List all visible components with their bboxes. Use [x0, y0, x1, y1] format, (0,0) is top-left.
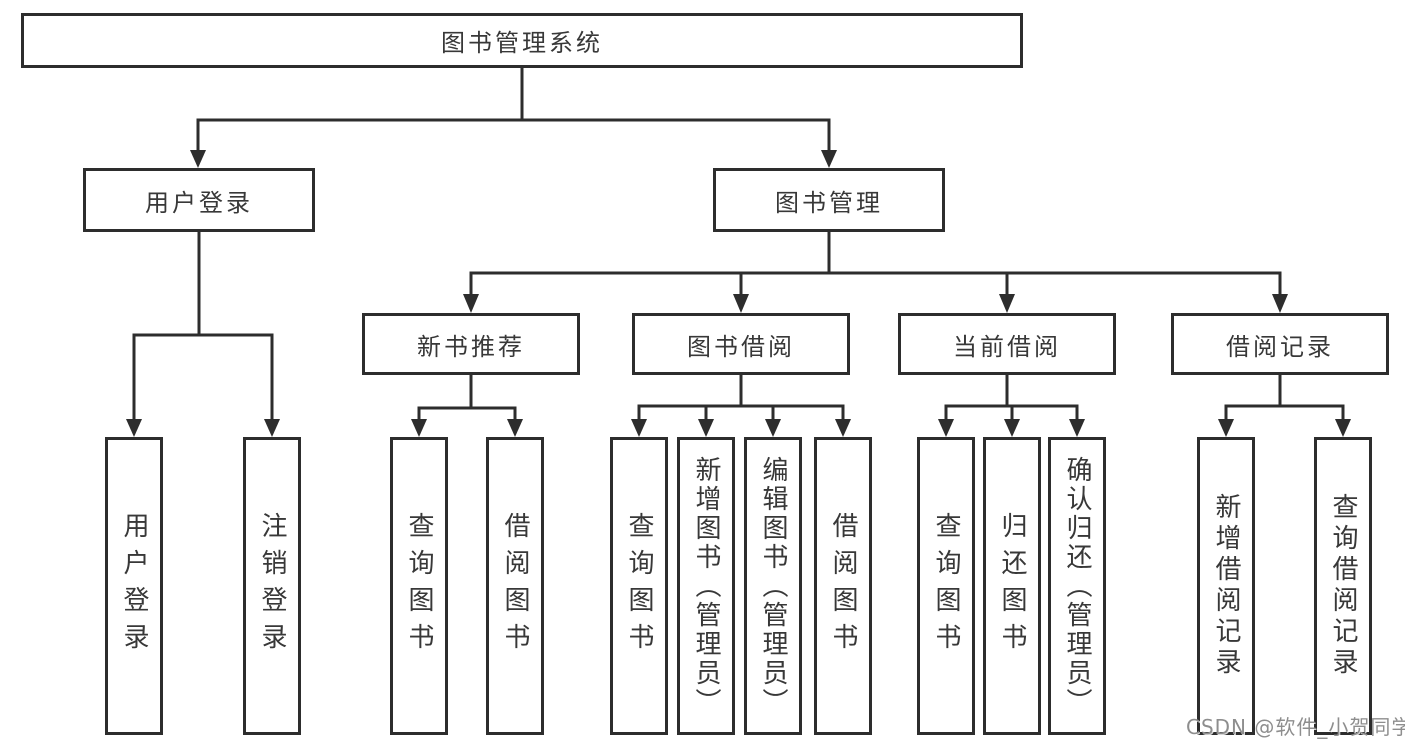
leaf-borrow-books-borrowing: 借阅图书: [814, 437, 872, 735]
leaf-add-borrow-record-label: 新增借阅记录: [1211, 493, 1241, 679]
node-book-management: 图书管理: [713, 168, 945, 232]
node-library-system: 图书管理系统: [21, 13, 1023, 68]
arrowhead: [938, 419, 954, 437]
node-library-system-label: 图书管理系统: [441, 29, 603, 57]
node-user-login: 用户登录: [83, 168, 315, 232]
node-new-book-recommend-label: 新书推荐: [417, 332, 525, 361]
leaf-query-books-current: 查询图书: [917, 437, 975, 735]
leaf-confirm-return-admin-label: 确认归还（管理员）: [1062, 455, 1092, 717]
arrowhead: [1335, 419, 1351, 437]
leaf-query-books-borrowing-label: 查询图书: [624, 512, 654, 660]
arrowhead: [126, 419, 142, 437]
leaf-edit-books-admin-label: 编辑图书（管理员）: [758, 455, 788, 717]
node-book-management-label: 图书管理: [775, 188, 883, 217]
arrowhead: [411, 419, 427, 437]
node-book-borrowing-label: 图书借阅: [687, 332, 795, 361]
leaf-query-books-recommend: 查询图书: [390, 437, 448, 735]
node-current-borrowing-label: 当前借阅: [953, 332, 1061, 361]
arrowhead: [190, 150, 206, 168]
arrowhead: [765, 419, 781, 437]
arrowhead: [1218, 419, 1234, 437]
leaf-borrow-books-borrowing-label: 借阅图书: [828, 512, 858, 660]
node-borrow-records-label: 借阅记录: [1226, 332, 1334, 361]
arrowhead: [463, 294, 479, 313]
leaf-query-borrow-record-label: 查询借阅记录: [1328, 493, 1358, 679]
arrowhead: [698, 419, 714, 437]
leaf-logout-label: 注销登录: [257, 512, 287, 660]
leaf-confirm-return-admin: 确认归还（管理员）: [1048, 437, 1106, 735]
node-borrow-records: 借阅记录: [1171, 313, 1389, 375]
leaf-borrow-books-recommend-label: 借阅图书: [500, 512, 530, 660]
leaf-query-borrow-record: 查询借阅记录: [1314, 437, 1372, 735]
arrowhead: [999, 294, 1015, 313]
arrowhead: [821, 150, 837, 168]
leaf-borrow-books-recommend: 借阅图书: [486, 437, 544, 735]
arrowhead: [835, 419, 851, 437]
leaf-add-borrow-record: 新增借阅记录: [1197, 437, 1255, 735]
arrow-heads-group: [126, 150, 1351, 437]
csdn-watermark: CSDN @软件_小贺同学: [1186, 715, 1405, 739]
arrowhead: [1272, 294, 1288, 313]
leaf-logout: 注销登录: [243, 437, 301, 735]
arrowhead: [733, 294, 749, 313]
arrowhead: [631, 419, 647, 437]
leaf-user-login: 用户登录: [105, 437, 163, 735]
arrowhead: [1004, 419, 1020, 437]
node-user-login-label: 用户登录: [145, 188, 253, 217]
leaf-query-books-borrowing: 查询图书: [610, 437, 668, 735]
leaf-query-books-recommend-label: 查询图书: [404, 512, 434, 660]
node-current-borrowing: 当前借阅: [898, 313, 1116, 375]
leaf-add-books-admin-label: 新增图书（管理员）: [691, 455, 721, 717]
node-book-borrowing: 图书借阅: [632, 313, 850, 375]
leaf-query-books-current-label: 查询图书: [931, 512, 961, 660]
arrowhead: [264, 419, 280, 437]
node-new-book-recommend: 新书推荐: [362, 313, 580, 375]
arrowhead: [507, 419, 523, 437]
leaf-add-books-admin: 新增图书（管理员）: [677, 437, 735, 735]
leaf-edit-books-admin: 编辑图书（管理员）: [744, 437, 802, 735]
arrowhead: [1069, 419, 1085, 437]
leaf-return-books-label: 归还图书: [997, 512, 1027, 660]
leaf-return-books: 归还图书: [983, 437, 1041, 735]
leaf-user-login-label: 用户登录: [119, 512, 149, 660]
